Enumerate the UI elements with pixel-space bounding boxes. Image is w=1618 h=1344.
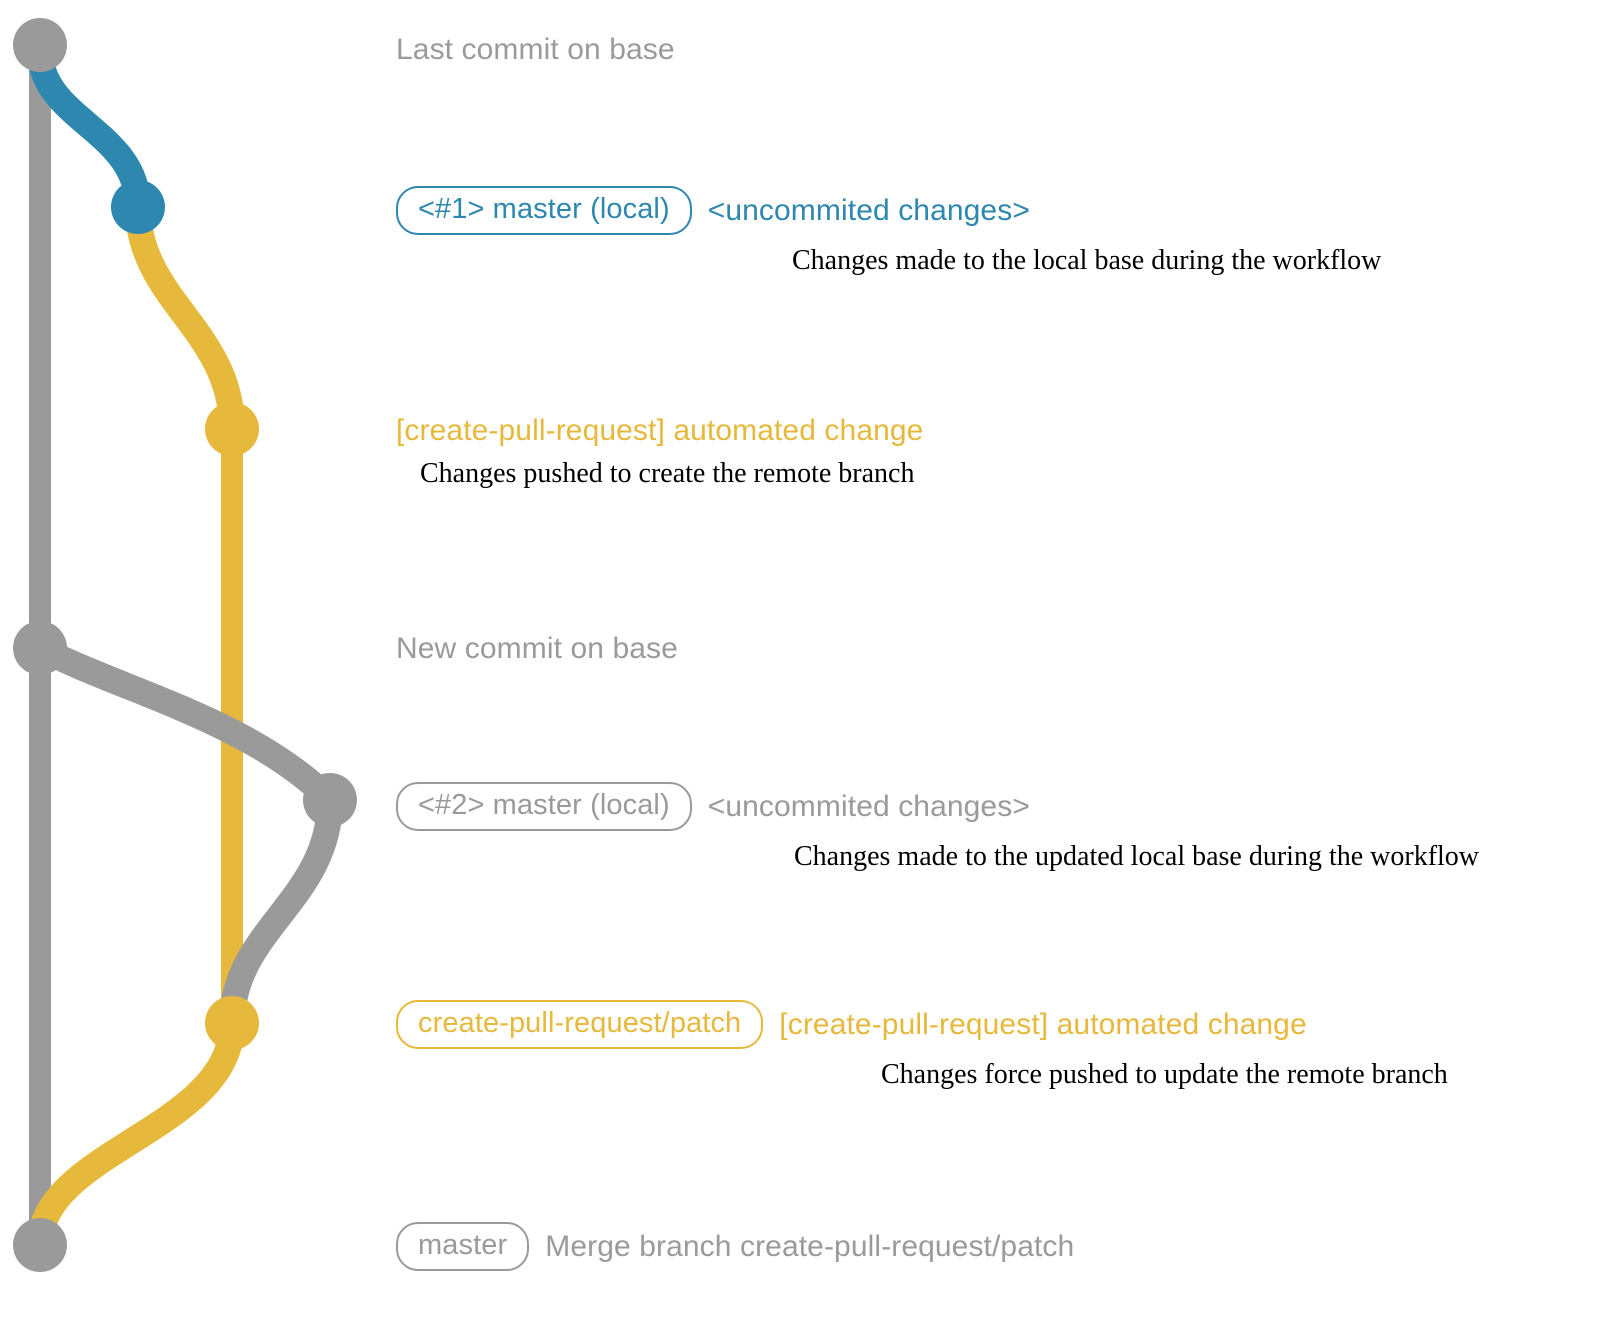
row-automated-change-2: create-pull-request/patch [create-pull-r… [396,1000,1448,1091]
description-automated-change-1: Changes pushed to create the remote bran… [420,458,915,489]
commit-message-master-local-1: <uncommited changes> [707,193,1030,227]
node-base-new-commit [13,621,67,675]
node-patch-commit-2 [205,996,259,1050]
edge-base-to-local-change-2 [27,635,343,813]
row-new-commit-on-base: New commit on base [396,632,678,666]
commit-message-master-merge: Merge branch create-pull-request/patch [545,1229,1075,1263]
row-last-commit-on-base: Last commit on base [396,33,675,67]
description-master-local-1: Changes made to the local base during th… [792,245,1382,276]
commit-message-new-commit-on-base: New commit on base [396,632,678,665]
description-master-local-2: Changes made to the updated local base d… [794,841,1480,872]
node-local-change-2 [303,773,357,827]
node-merge-commit [13,1218,67,1272]
row-automated-change-1: [create-pull-request] automated change C… [396,414,923,490]
edge-local-change-1-to-patch-1 [125,194,245,442]
edge-patch-2-to-merge [27,1010,245,1258]
node-base-head [13,18,67,72]
branch-badge-master-local-2[interactable]: <#2> master (local) [396,782,692,831]
branch-badge-master[interactable]: master [396,1222,530,1271]
row-master-local-1: <#1> master (local) <uncommited changes>… [396,186,1381,277]
commit-message-master-local-2: <uncommited changes> [707,789,1030,823]
node-patch-commit-1 [205,402,259,456]
node-local-change-1 [111,180,165,234]
commit-message-automated-change-1: [create-pull-request] automated change [396,414,924,447]
edge-local-change-2-to-patch-2 [219,787,343,1036]
description-automated-change-2: Changes force pushed to update the remot… [881,1059,1448,1090]
commit-message-automated-change-2: [create-pull-request] automated change [779,1007,1307,1041]
commit-message-last-commit-on-base: Last commit on base [396,33,675,66]
branch-badge-create-pull-request-patch[interactable]: create-pull-request/patch [396,1000,764,1049]
row-master-merge: master Merge branch create-pull-request/… [396,1222,1074,1271]
commit-graph [13,18,357,1272]
row-master-local-2: <#2> master (local) <uncommited changes>… [396,782,1479,873]
branch-badge-master-local-1[interactable]: <#1> master (local) [396,186,692,235]
